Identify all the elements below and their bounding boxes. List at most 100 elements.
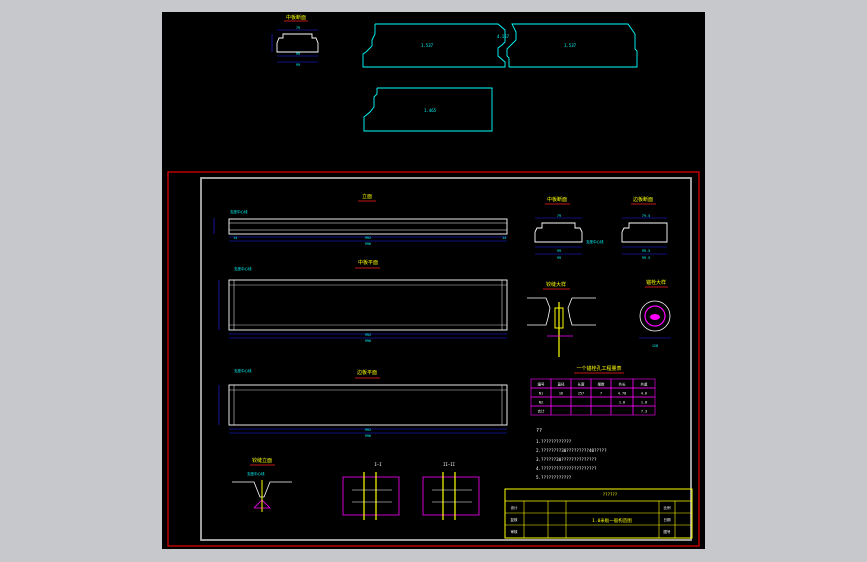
table-cell-text: 长度	[578, 382, 586, 387]
table-cell-text: 7	[600, 392, 602, 396]
table-cell-text: 直径	[558, 382, 566, 387]
outer-red-frame	[167, 171, 700, 547]
dim-text: 996	[365, 242, 371, 246]
table-cell-text: 1.8	[619, 401, 625, 405]
beam-a-outline	[362, 23, 506, 68]
mid-section-title: 中板断面	[547, 196, 567, 203]
dim-text: 996	[365, 339, 371, 343]
anchor-outer-circle	[639, 300, 671, 332]
mid-section-shape	[534, 222, 583, 243]
anchor-core	[650, 314, 660, 320]
dim-text: 992	[365, 236, 371, 240]
top-mid-section-shape	[276, 33, 319, 53]
support-title: 铰缝立面	[252, 457, 272, 464]
dim-text: 996	[365, 434, 371, 438]
dim-text: 99.5	[642, 249, 650, 253]
section-label: II—II	[443, 462, 456, 467]
table-cell-text: 共长	[619, 382, 627, 387]
hinge-right-block	[567, 297, 596, 326]
plan-note: 支座中心线	[234, 266, 252, 271]
dim-text: 14	[233, 236, 237, 240]
beam-a-value: 1.537	[421, 43, 434, 48]
section-note: 支座中心线	[586, 239, 604, 244]
anchor-detail-title: 锚栓大样	[646, 279, 666, 286]
anchor-ring	[644, 305, 666, 327]
note-line: 4.??????????????????????	[536, 466, 597, 471]
elevation-title: 立面	[362, 193, 372, 200]
title-cell-text: 比例	[664, 505, 672, 510]
table-cell	[590, 396, 612, 407]
title-cell-text: 复核	[511, 517, 519, 522]
dim-text: 99	[557, 256, 561, 260]
dim-text: 79	[296, 26, 300, 30]
notes-block: ?? 1.???????????? 2.????????30?????????40?…	[536, 428, 607, 480]
beam-b-value: 1.537	[564, 43, 577, 48]
table-cell-text: 1.8	[641, 401, 647, 405]
table-cell-text: 16	[559, 392, 563, 396]
section-b-box	[422, 476, 480, 516]
title-block-frame	[504, 488, 693, 539]
dim-text: 99.5	[642, 256, 650, 260]
hinge-detail-title: 铰缝大样	[546, 281, 566, 288]
beam-c-outline	[363, 87, 493, 132]
table-cell-text: 共重	[641, 382, 649, 387]
table-cell	[550, 405, 572, 416]
inner-grey-frame	[200, 177, 692, 541]
plan-note: 支座中心线	[234, 368, 252, 373]
elevation-outline	[228, 218, 508, 235]
table-cell	[550, 396, 572, 407]
edge-section-title: 边板断面	[633, 196, 653, 203]
dim-text: 14	[502, 236, 506, 240]
title-cell-text: 图号	[664, 529, 672, 534]
notes-heading: ??	[536, 428, 542, 434]
hinge-left-block	[527, 297, 551, 326]
drawing-frame	[167, 171, 700, 547]
note-line: 2.????????30?????????40?????	[536, 448, 607, 453]
top-section-title: 中板断面	[286, 14, 306, 21]
mid-plan-title: 中板平面	[358, 259, 378, 266]
table-cell	[590, 405, 612, 416]
dim-text: 99	[296, 52, 300, 56]
mid-plan-outline	[228, 279, 508, 331]
table-cell-text: 编号	[538, 382, 546, 387]
table-cell-text: 7.3	[641, 410, 647, 414]
dim-text: 992	[365, 333, 371, 337]
dim-text: 99	[557, 249, 561, 253]
edge-plan-outline	[228, 384, 508, 426]
note-line: 1.????????????	[536, 439, 572, 444]
dim-text: 992	[365, 428, 371, 432]
beam-c-value: 1.465	[424, 108, 437, 113]
table-cell-text: 4.6	[641, 392, 647, 396]
note-line: 5.????????????	[536, 475, 572, 480]
title-cell-text: 审核	[511, 529, 519, 534]
table-cell	[632, 405, 656, 416]
drawing-title: 1.0米板一般构造图	[592, 517, 632, 524]
table-cell-text: N2	[539, 401, 543, 405]
title-cell-text: 日期	[664, 517, 672, 522]
project-name: ??????	[603, 492, 618, 497]
cad-viewport[interactable]: 中板断面 79 99 99 1.537 1.537 4.157 1.465 立面支座中心线 99…	[162, 12, 705, 549]
dim-text: 128	[652, 344, 658, 348]
note-line: 3.??????30??????????????	[536, 457, 597, 462]
title-cell-text: 设计	[511, 505, 519, 510]
dim-text: 79	[557, 214, 561, 218]
table-cell-text: 257	[578, 392, 584, 396]
gap-value: 4.157	[497, 34, 510, 39]
edge-plan-title: 边板平面	[357, 369, 377, 376]
dim-text: 99	[296, 63, 300, 67]
section-a-box	[342, 476, 400, 516]
table-cell	[570, 405, 592, 416]
table-title: 一个锚栓孔工程量表	[576, 365, 621, 372]
table-cell-text: N1	[539, 392, 543, 396]
table-cell	[610, 405, 634, 416]
top-beam-sections: 中板断面 79 99 99 1.537 1.537 4.157 1.465	[271, 14, 638, 132]
beam-b-outline	[506, 23, 638, 68]
edge-section-shape	[621, 222, 668, 243]
table-cell-text: 根数	[598, 382, 606, 387]
table-cell-text: 4.78	[618, 392, 626, 396]
support-note: 支座中心线	[247, 471, 265, 476]
